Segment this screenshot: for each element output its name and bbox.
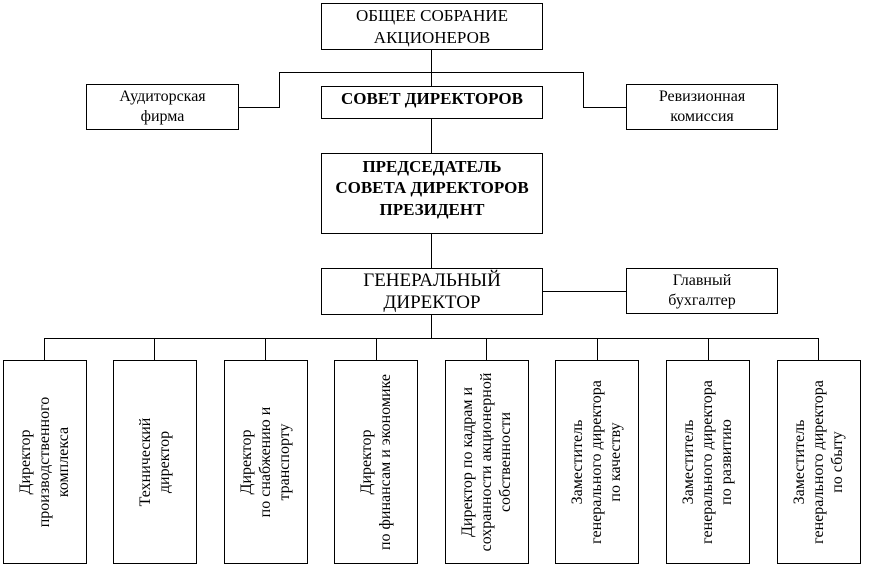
director-line: комплекса: [55, 426, 73, 498]
shareholders-line: ОБЩЕЕ СОБРАНИЕ: [355, 6, 509, 26]
general-director-box: ГЕНЕРАЛЬНЫЙ ДИРЕКТОР: [321, 268, 543, 315]
director-supply-box: Директор по снабжению и транспорту: [224, 360, 308, 564]
chief-accountant-line: бухгалтер: [668, 292, 736, 309]
audit-firm-line: фирма: [140, 108, 185, 125]
connector-line: [154, 338, 155, 360]
board-of-directors-label: СОВЕТ ДИРЕКТОРОВ: [341, 89, 523, 108]
shareholders-box: ОБЩЕЕ СОБРАНИЕ АКЦИОНЕРОВ: [321, 3, 543, 50]
connector-line: [376, 338, 377, 360]
chief-accountant-box: Главный бухгалтер: [626, 268, 778, 314]
director-line: по снабжению и: [257, 406, 275, 518]
director-line: по сбыту: [829, 431, 847, 493]
director-line: Заместитель: [791, 419, 809, 505]
connector-line: [597, 338, 598, 360]
deputy-quality-box: Заместитель генерального директора по ка…: [555, 360, 639, 564]
director-line: собственности: [497, 411, 515, 513]
deputy-development-box: Заместитель генерального директора по ра…: [666, 360, 750, 564]
director-line: генерального директора: [588, 380, 606, 544]
general-director-line: ГЕНЕРАЛЬНЫЙ: [363, 269, 501, 291]
revision-commission-box: Ревизионная комиссия: [626, 84, 778, 130]
board-of-directors-box: СОВЕТ ДИРЕКТОРОВ: [321, 86, 543, 119]
chief-accountant-line: Главный: [672, 272, 732, 289]
connector-line: [708, 338, 709, 360]
director-line: Заместитель: [680, 419, 698, 505]
director-line: транспорту: [276, 423, 294, 501]
director-line: Заместитель: [569, 419, 587, 505]
connector-line: [265, 338, 266, 360]
connector-line: [583, 107, 626, 108]
connector-line: [44, 338, 819, 339]
director-line: Технический: [136, 417, 154, 507]
director-hr-box: Директор по кадрам и сохранности акционе…: [445, 360, 529, 564]
shareholders-line: АКЦИОНЕРОВ: [373, 27, 491, 47]
connector-line: [431, 234, 432, 268]
connector-line: [279, 72, 280, 107]
general-director-line: ДИРЕКТОР: [383, 291, 481, 313]
connector-line: [431, 315, 432, 338]
chairman-line: ПРЕЗИДЕНТ: [379, 199, 485, 219]
director-line: Директор: [238, 429, 256, 495]
director-line: сохранности акционерной: [478, 372, 496, 552]
revision-commission-line: Ревизионная: [658, 88, 746, 105]
connector-line: [543, 291, 626, 292]
director-line: по развитию: [718, 419, 736, 505]
director-line: генерального директора: [810, 380, 828, 544]
connector-line: [44, 338, 45, 360]
director-line: генерального директора: [699, 380, 717, 544]
chairman-line: СОВЕТА ДИРЕКТОРОВ: [335, 178, 529, 198]
director-line: производственного: [36, 396, 54, 528]
director-line: Директор: [357, 429, 375, 495]
director-line: Директор по кадрам и: [459, 386, 477, 538]
connector-line: [583, 72, 584, 107]
director-technical-box: Технический директор: [113, 360, 197, 564]
chairman-line: ПРЕДСЕДАТЕЛЬ: [362, 157, 502, 176]
connector-line: [431, 72, 432, 86]
connector-line: [238, 107, 280, 108]
audit-firm-line: Аудиторская: [119, 88, 206, 105]
connector-line: [818, 338, 819, 360]
director-line: директор: [156, 430, 173, 494]
deputy-sales-box: Заместитель генерального директора по сб…: [777, 360, 861, 564]
connector-line: [431, 50, 432, 72]
director-line: по финансам и экономике: [377, 373, 394, 551]
connector-line: [431, 119, 432, 153]
director-line: по качеству: [607, 422, 625, 502]
chairman-box: ПРЕДСЕДАТЕЛЬ СОВЕТА ДИРЕКТОРОВ ПРЕЗИДЕНТ: [321, 153, 543, 234]
revision-commission-line: комиссия: [670, 108, 734, 125]
director-line: Директор: [17, 429, 35, 495]
director-production-box: Директор производственного комплекса: [3, 360, 87, 564]
audit-firm-box: Аудиторская фирма: [86, 84, 239, 130]
connector-line: [486, 338, 487, 360]
director-finance-box: Директор по финансам и экономике: [334, 360, 418, 564]
